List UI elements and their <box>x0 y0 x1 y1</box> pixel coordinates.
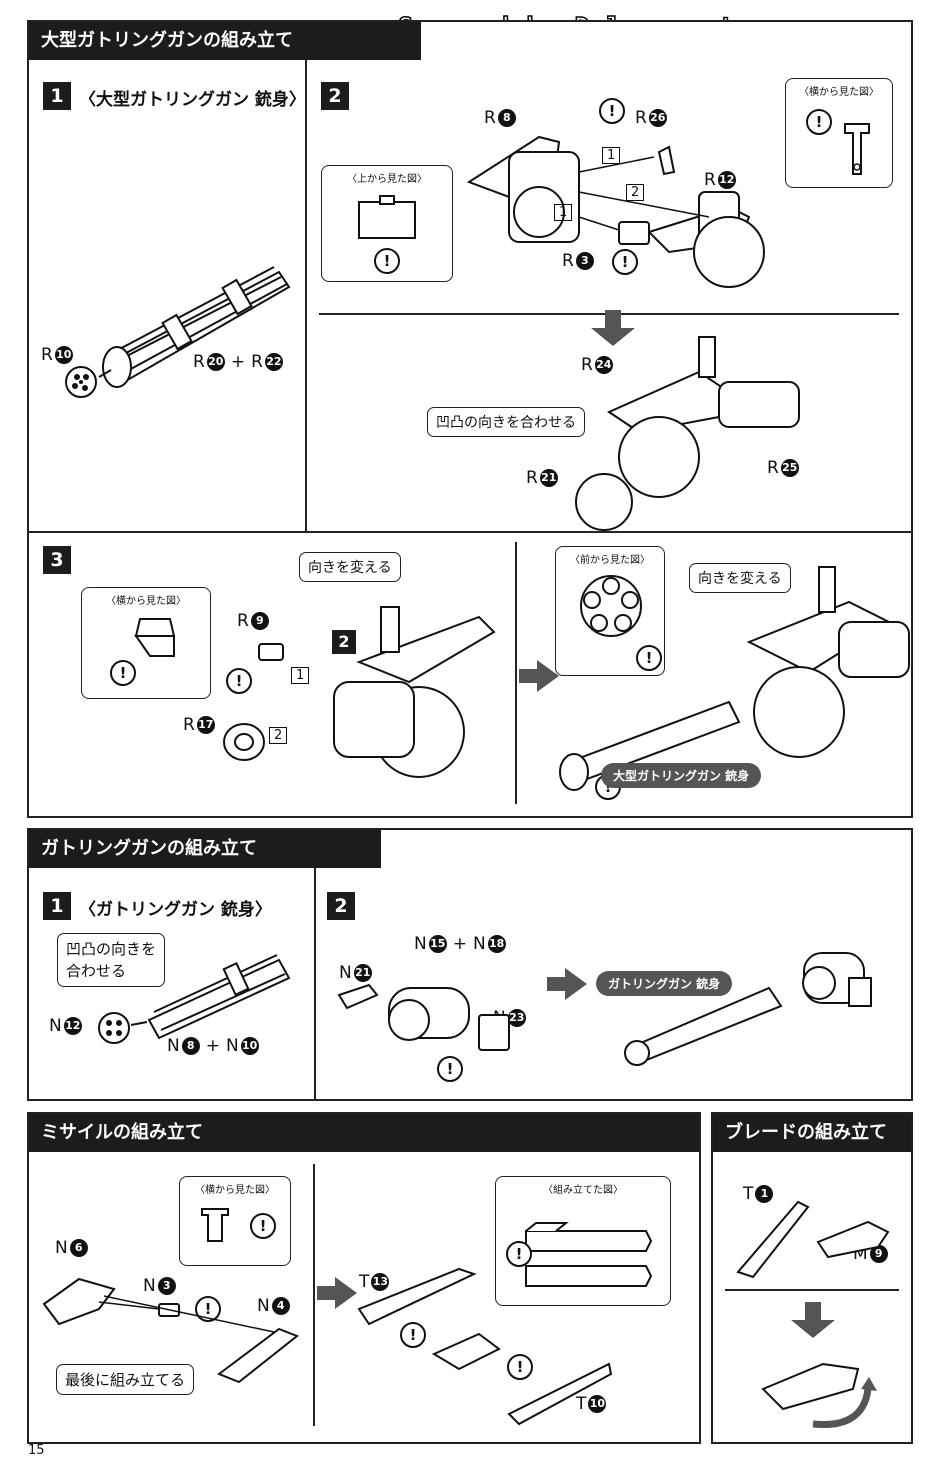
warning-icon: ! <box>506 1241 532 1267</box>
turn-note-callout: 向きを変える <box>689 563 791 593</box>
side-view-inset: 〈横から見た図〉 ! <box>785 78 893 188</box>
blade-title: ブレードの組み立て <box>713 1114 911 1152</box>
gatling-body-assembly-drawing <box>466 135 765 288</box>
missile-assembly-drawing <box>357 1267 613 1426</box>
gatling-complete-drawing <box>624 952 872 1066</box>
warning-icon: ! <box>507 1354 533 1380</box>
gatling-barrel-drawing <box>98 954 291 1044</box>
divider <box>515 542 517 804</box>
gatling-title: ガトリングガンの組み立て <box>29 830 381 868</box>
divider <box>314 868 316 1101</box>
front-view-inset: 〈前から見た図〉 ! <box>555 546 665 676</box>
assembled-view-inset: 〈組み立てた図〉 ! <box>495 1176 671 1306</box>
side-view-inset: 〈横から見た図〉 ! <box>81 587 211 699</box>
side-view-inset: 〈横から見た図〉 ! <box>179 1176 291 1266</box>
missile-title: ミサイルの組み立て <box>29 1114 699 1152</box>
step-number: 3 <box>43 546 71 574</box>
order-marker-1b: 1 <box>554 204 573 221</box>
order-marker-2: 2 <box>626 184 645 201</box>
divider <box>313 1164 315 1426</box>
step-number: 1 <box>43 82 71 110</box>
warning-icon: ! <box>806 109 832 135</box>
gatling-barrel-label: ガトリングガン 銃身 <box>596 971 733 996</box>
large-gatling-complete-drawing <box>559 566 910 791</box>
divider <box>305 60 307 531</box>
step-title: 〈大型ガトリングガン 銃身〉 <box>79 90 306 110</box>
warning-icon: ! <box>400 1322 426 1348</box>
large-gatling-title: 大型ガトリングガンの組み立て <box>29 22 421 60</box>
gatling-section: ガトリングガンの組み立て 1 〈ガトリングガン 銃身〉 凹凸の向きを合わせる N… <box>27 828 913 1101</box>
warning-icon: ! <box>636 645 662 671</box>
last-note-callout: 最後に組み立てる <box>56 1364 195 1395</box>
page-number: 15 <box>28 1443 45 1458</box>
side-view-pin-drawing <box>844 123 870 175</box>
turn-note-callout: 向きを変える <box>299 552 401 582</box>
down-arrow <box>591 310 635 346</box>
right-arrow <box>519 660 559 692</box>
gatling-barrel-drawing <box>65 266 291 398</box>
top-view-drawing <box>358 195 416 239</box>
warning-icon: ! <box>110 660 136 686</box>
gatling-body-step3-drawing <box>223 606 496 778</box>
align-note-callout: 凹凸の向きを合わせる <box>427 407 585 437</box>
gatling-body-drawing <box>337 983 510 1051</box>
align-note-callout: 凹凸の向きを合わせる <box>57 933 165 987</box>
warning-icon: ! <box>599 98 625 124</box>
assembled-missile-drawing <box>525 1222 653 1287</box>
step-title: 〈ガトリングガン 銃身〉 <box>79 900 272 920</box>
step-number: 2 <box>327 892 355 920</box>
front-view-barrels-drawing <box>580 575 642 637</box>
down-arrow <box>791 1302 835 1338</box>
side-view-part-drawing <box>134 618 176 657</box>
top-view-inset: 〈上から見た図〉 ! <box>321 165 453 282</box>
right-arrow <box>317 1277 357 1309</box>
side-view-peg-drawing <box>201 1208 229 1242</box>
step-number: 2 <box>321 82 349 110</box>
order-marker-2: 2 <box>269 727 288 744</box>
sub-step-number: 2 <box>332 630 356 654</box>
order-marker-1: 1 <box>602 147 621 164</box>
blade-parts-drawing <box>736 1200 890 1279</box>
warning-icon: ! <box>374 248 400 274</box>
blade-assembled-drawing <box>761 1362 877 1429</box>
step-number: 1 <box>43 892 71 920</box>
order-marker-1: 1 <box>291 667 310 684</box>
large-barrel-label: 大型ガトリングガン 銃身 <box>601 763 762 788</box>
warning-icon: ! <box>437 1056 463 1082</box>
warning-icon: ! <box>226 668 252 694</box>
warning-icon: ! <box>250 1213 276 1239</box>
divider <box>29 531 911 533</box>
divider <box>725 1289 899 1291</box>
warning-icon: ! <box>612 249 638 275</box>
missile-rack-drawing <box>42 1277 299 1384</box>
right-arrow <box>547 968 587 1000</box>
gatling-body-assembled-drawing <box>575 336 800 531</box>
